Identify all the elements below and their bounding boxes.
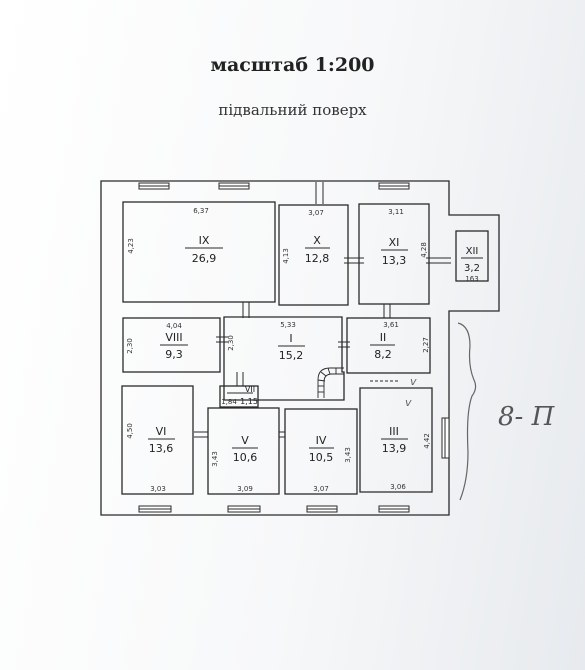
room-number: IX (199, 234, 210, 247)
room-area: 15,2 (279, 349, 304, 362)
room-area: 9,3 (165, 348, 183, 361)
room-ix-outline (122, 201, 276, 303)
room-vi-outline (121, 385, 194, 495)
room-width-label: 3,06 (390, 483, 406, 491)
room-number: X (313, 234, 321, 247)
room-height-label: 2,30 (227, 335, 235, 351)
room-height-label: 3,43 (211, 451, 219, 467)
room-width-label: 4,04 (166, 322, 182, 330)
room-area: 13,9 (382, 442, 407, 455)
window-top-ix-1 (138, 182, 170, 190)
window-top-ix-2 (218, 182, 250, 190)
room-width-label: 3,03 (150, 485, 166, 493)
room-number: II (380, 331, 387, 344)
room-vii-outline (219, 385, 259, 408)
room-number: XII (466, 246, 479, 257)
room-height-label: 4,23 (127, 238, 135, 254)
room-area: 13,6 (149, 442, 174, 455)
room-area: 26,9 (192, 252, 217, 265)
staircase (317, 367, 344, 398)
window-bottom-v (227, 505, 261, 513)
room-number: I (289, 332, 292, 345)
room-number: IV (316, 434, 327, 447)
room-number: III (389, 425, 399, 438)
room-height-label: 3,43 (344, 447, 352, 463)
room-width-label: 5,33 (280, 321, 296, 329)
floor-title: підвальний поверх (218, 101, 367, 119)
room-number: VI (156, 425, 167, 438)
room-width-label: 3,61 (383, 321, 399, 329)
room-area: 13,3 (382, 254, 407, 267)
room-i-outline (223, 316, 345, 401)
room-height-label: 4,28 (420, 242, 428, 258)
room-number: XI (389, 236, 400, 249)
handwritten-bracket (457, 322, 477, 501)
room-ii-outline (346, 317, 431, 374)
room-iv-outline (284, 408, 358, 495)
handwritten-note: 8- П (498, 402, 556, 432)
room-x-outline (278, 204, 349, 306)
room-width-label: 3,07 (313, 485, 329, 493)
room-height-label: 4,50 (126, 423, 134, 439)
room-viii-outline (122, 317, 221, 373)
room-area: 1,15 (240, 397, 258, 406)
room-v-outline (207, 407, 280, 495)
room-width-label: 163 (465, 275, 478, 283)
room-iii-outline (359, 387, 433, 493)
room-xi-outline (358, 203, 430, 305)
room-number: VII (245, 385, 255, 394)
room-number: VIII (165, 331, 182, 344)
room-width-label: 6,37 (193, 207, 209, 215)
room-width-label: 3,07 (308, 209, 324, 217)
room-width-label: 3,09 (237, 485, 253, 493)
room-number: V (241, 434, 249, 447)
room-area: 10,5 (309, 451, 334, 464)
window-top-xi (378, 182, 410, 190)
room-height-label: 4,13 (282, 248, 290, 264)
room-height-label: 2,27 (422, 337, 430, 353)
room-width-label: 1,84 (221, 398, 237, 406)
room-height-label: 4,42 (423, 433, 431, 449)
room-area: 8,2 (374, 348, 392, 361)
scale-title: масштаб 1:200 (210, 54, 375, 76)
window-right-iii (441, 417, 450, 459)
room-height-label: 2,30 (126, 338, 134, 354)
room-area: 12,8 (305, 252, 330, 265)
window-bottom-iv (306, 505, 338, 513)
room-area: 10,6 (233, 451, 258, 464)
window-bottom-iii (378, 505, 410, 513)
room-xii-outline (455, 230, 489, 282)
room-width-label: 3,11 (388, 208, 404, 216)
window-bottom-vi (138, 505, 172, 513)
handwritten-check: v (410, 375, 417, 388)
room-area: 3,2 (464, 263, 480, 274)
outer-wall (100, 180, 500, 516)
handwritten-check: v (405, 396, 412, 409)
